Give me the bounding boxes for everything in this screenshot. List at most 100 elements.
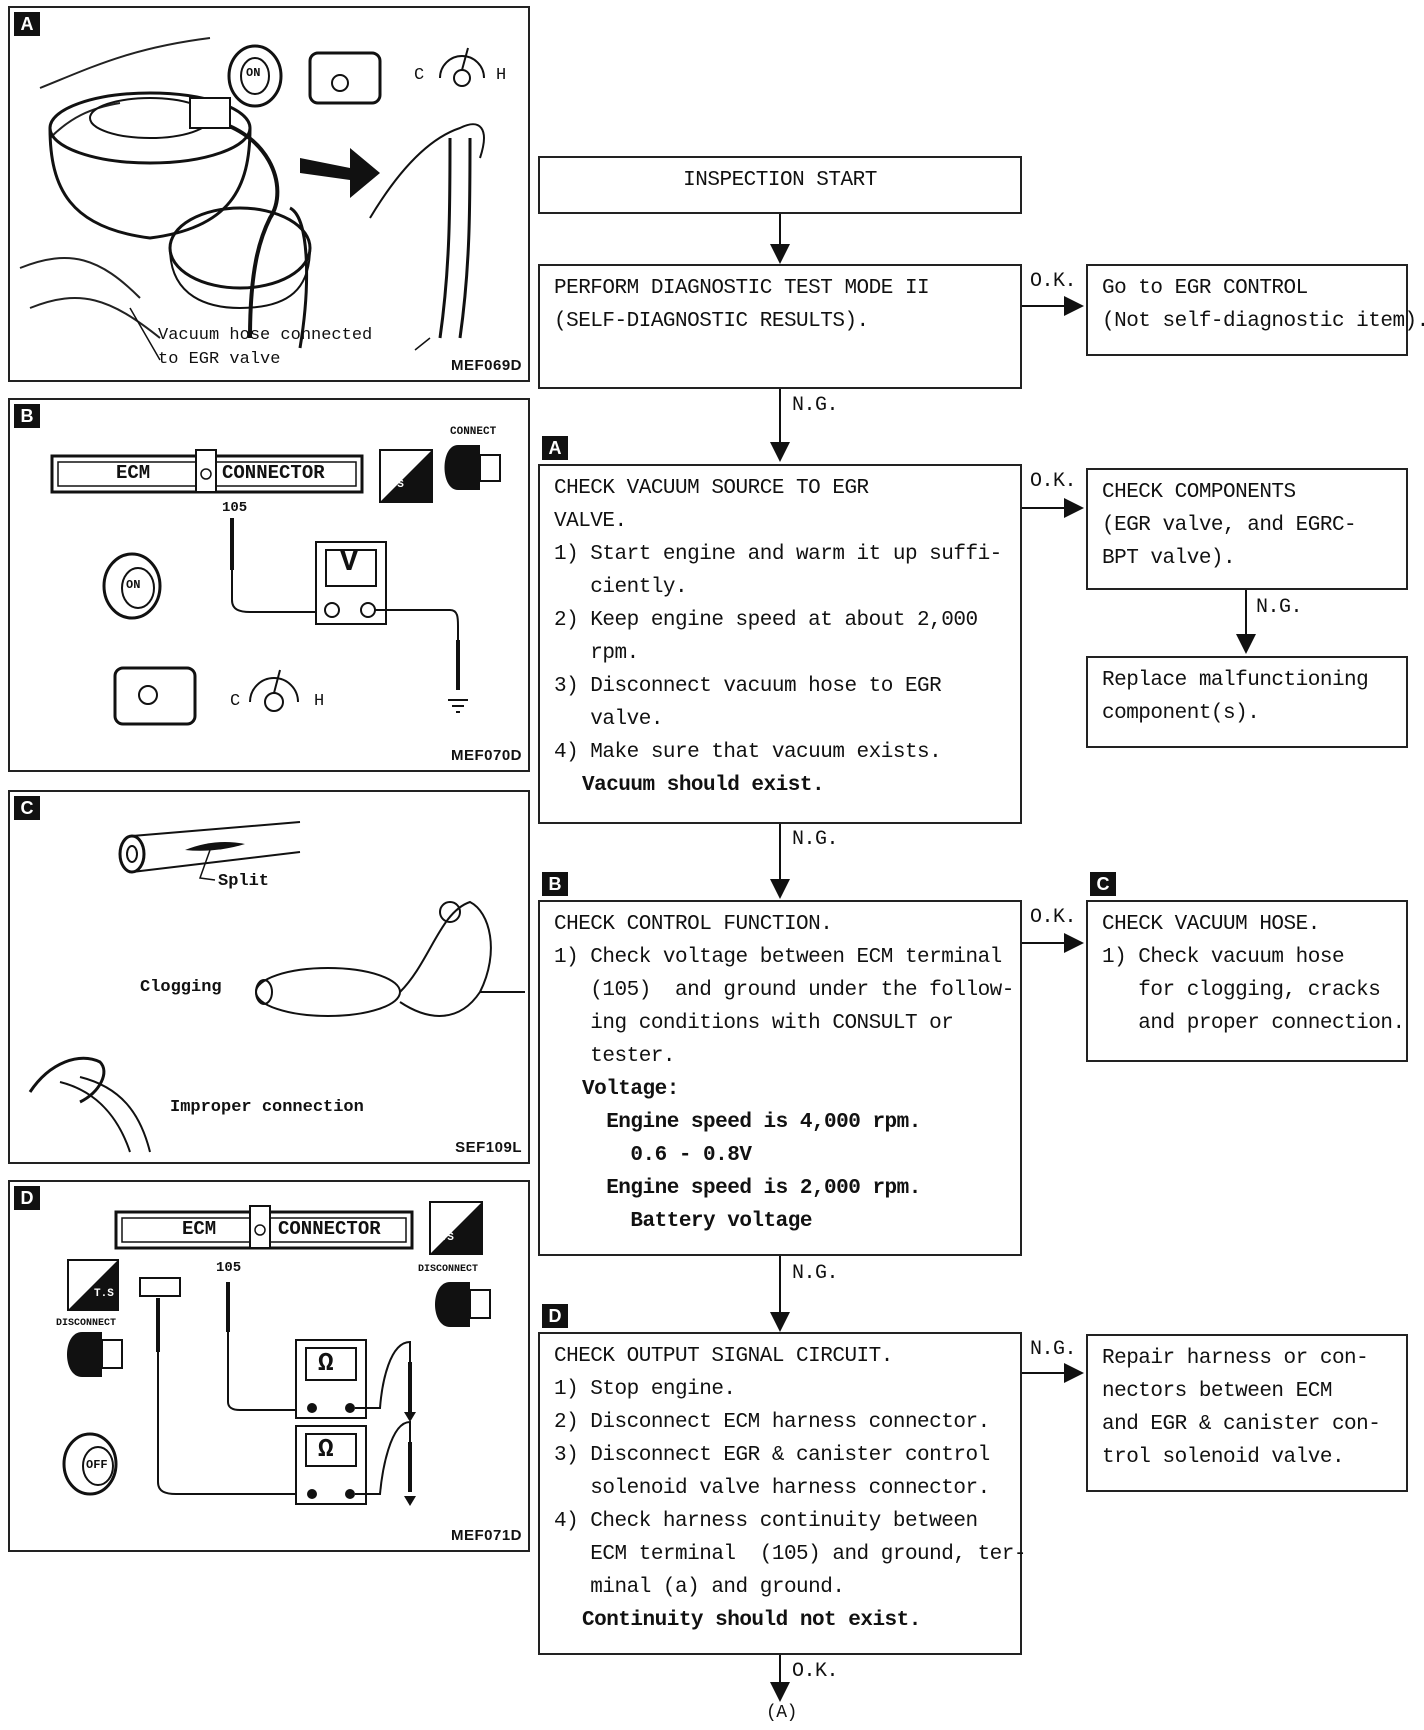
split-label: Split (218, 872, 270, 891)
step4-line: CHECK OUTPUT SIGNAL CIRCUIT. (554, 1345, 893, 1368)
voltage-check-illustration (50, 445, 501, 726)
step4-requirement: Continuity should not exist. (582, 1609, 921, 1632)
step4-line: 2) Disconnect ECM harness connector. (554, 1411, 990, 1434)
disconnect-label-left: DISCONNECT (56, 1318, 117, 1329)
panel-tag: C (14, 796, 40, 820)
callout-vacuum-hose: Vacuum hose connected (158, 326, 373, 345)
step3-line: 1) Check voltage between ECM terminal (554, 946, 1002, 969)
ohmmeter-symbol-2: Ω (318, 1434, 334, 1464)
step2-line: VALVE. (554, 510, 627, 533)
step3-line: tester. (554, 1045, 676, 1068)
vacuum-hose-line: 1) Check vacuum hose (1102, 946, 1345, 969)
ng-label-step2: N.G. (792, 828, 839, 851)
vacuum-hose-line: and proper connection. (1102, 1012, 1405, 1035)
components-line: BPT valve). (1102, 547, 1236, 570)
vacuum-hose-line: for clogging, cracks (1102, 979, 1381, 1002)
step4-line: ECM terminal (105) and ground, ter- (554, 1543, 1026, 1566)
step1-line: PERFORM DIAGNOSTIC TEST MODE II (554, 277, 930, 300)
key-label: OFF (86, 1458, 108, 1472)
continuity-check-illustration (62, 1201, 491, 1506)
step1-box: PERFORM DIAGNOSTIC TEST MODE II (SELF-DI… (538, 264, 1022, 389)
panel-tag: B (14, 404, 40, 428)
pin-number: 105 (216, 1260, 242, 1276)
gauge-c-label: C (414, 66, 425, 85)
step3-requirement: Battery voltage (582, 1210, 812, 1233)
connector-label: CONNECTOR (278, 1218, 381, 1240)
inspection-start-box: INSPECTION START (538, 156, 1022, 214)
step1-ok-line: (Not self-diagnostic item). (1102, 310, 1424, 333)
gauge-h-label: H (496, 66, 507, 85)
repair-line: nectors between ECM (1102, 1380, 1332, 1403)
connect-label: CONNECT (450, 426, 497, 438)
clogging-label: Clogging (140, 978, 222, 997)
step3-requirement: 0.6 - 0.8V (582, 1144, 752, 1167)
check-vacuum-hose-box: CHECK VACUUM HOSE. 1) Check vacuum hose … (1086, 900, 1408, 1062)
key-label: ON (246, 66, 261, 80)
badge-hs-label: H.S (384, 479, 404, 491)
callout-egr-valve: to EGR valve (158, 350, 281, 369)
step2-requirement: Vacuum should exist. (582, 774, 825, 797)
vacuum-hose-illustration (28, 821, 525, 1153)
panel-tag: D (14, 1186, 40, 1210)
ohmmeter-symbol-1: Ω (318, 1348, 334, 1378)
continue-to-a: (A) (766, 1703, 797, 1723)
step2-tag: A (542, 436, 568, 460)
components-line: (EGR valve, and EGRC- (1102, 514, 1357, 537)
step3-tag: B (542, 872, 568, 896)
step2-line: 1) Start engine and warm it up suffi- (554, 543, 1002, 566)
step3-line: (105) and ground under the follow- (554, 979, 1014, 1002)
connector-label-ecm: ECM (182, 1218, 217, 1240)
step3-requirement: Engine speed is 2,000 rpm. (582, 1177, 921, 1200)
step2-line: rpm. (554, 642, 639, 665)
step3-requirement: Engine speed is 4,000 rpm. (582, 1111, 921, 1134)
ok-label-step2: O.K. (1030, 470, 1077, 493)
repair-line: and EGR & canister con- (1102, 1413, 1381, 1436)
step3-requirement: Voltage: (582, 1078, 679, 1101)
panel-c: C Split Clogging Improper connection SEF… (8, 790, 530, 1164)
gauge-h-label: H (314, 692, 325, 711)
ok-label-step3: O.K. (1030, 906, 1077, 929)
step2-line: CHECK VACUUM SOURCE TO EGR (554, 477, 869, 500)
step2-line: ciently. (554, 576, 688, 599)
connector-label-ecm: ECM (116, 462, 151, 484)
repair-line: Repair harness or con- (1102, 1347, 1369, 1370)
step4-line: 3) Disconnect EGR & canister control (554, 1444, 990, 1467)
repair-harness-box: Repair harness or con- nectors between E… (1086, 1334, 1408, 1492)
replace-line: Replace malfunctioning (1102, 669, 1369, 692)
step2-line: 4) Make sure that vacuum exists. (554, 741, 942, 764)
panel-a: A ON C H Vacuum hose (8, 6, 530, 382)
gauge-c-label: C (230, 692, 241, 711)
badge-hs-label: H.S (434, 1232, 454, 1244)
key-label: ON (126, 578, 141, 592)
ng-label-step3: N.G. (792, 1262, 839, 1285)
panel-b: B ECM CONNECTOR H.S C (8, 398, 530, 772)
step2-line: valve. (554, 708, 663, 731)
ng-label-step1: N.G. (792, 394, 839, 417)
figure-code: SEF109L (455, 1139, 522, 1156)
check-components-box: CHECK COMPONENTS (EGR valve, and EGRC- B… (1086, 468, 1408, 590)
step2-line: 2) Keep engine speed at about 2,000 (554, 609, 978, 632)
step4-line: minal (a) and ground. (554, 1576, 845, 1599)
step4-line: solenoid valve harness connector. (554, 1477, 990, 1500)
step2-box: CHECK VACUUM SOURCE TO EGR VALVE. 1) Sta… (538, 464, 1022, 824)
ng-label-components: N.G. (1256, 596, 1303, 619)
step3-box: CHECK CONTROL FUNCTION. 1) Check voltage… (538, 900, 1022, 1256)
step4-box: CHECK OUTPUT SIGNAL CIRCUIT. 1) Stop eng… (538, 1332, 1026, 1655)
replace-component-box: Replace malfunctioning component(s). (1086, 656, 1408, 748)
voltmeter-symbol: V (340, 546, 359, 580)
step1-ok-box: Go to EGR CONTROL (Not self-diagnostic i… (1086, 264, 1424, 356)
step2-line: 3) Disconnect vacuum hose to EGR (554, 675, 942, 698)
components-line: CHECK COMPONENTS (1102, 481, 1296, 504)
figure-code: MEF070D (450, 747, 522, 764)
step4-line: 1) Stop engine. (554, 1378, 736, 1401)
step4-line: 4) Check harness continuity between (554, 1510, 978, 1533)
figure-code: MEF069D (450, 357, 522, 374)
step3-line: ing conditions with CONSULT or (554, 1012, 954, 1035)
step4-tag: D (542, 1304, 568, 1328)
egr-valve-illustration (19, 37, 485, 361)
panel-tag: A (14, 12, 40, 36)
vacuum-hose-line: CHECK VACUUM HOSE. (1102, 913, 1320, 936)
panel-d: D (8, 1180, 530, 1552)
repair-line: trol solenoid valve. (1102, 1446, 1345, 1469)
